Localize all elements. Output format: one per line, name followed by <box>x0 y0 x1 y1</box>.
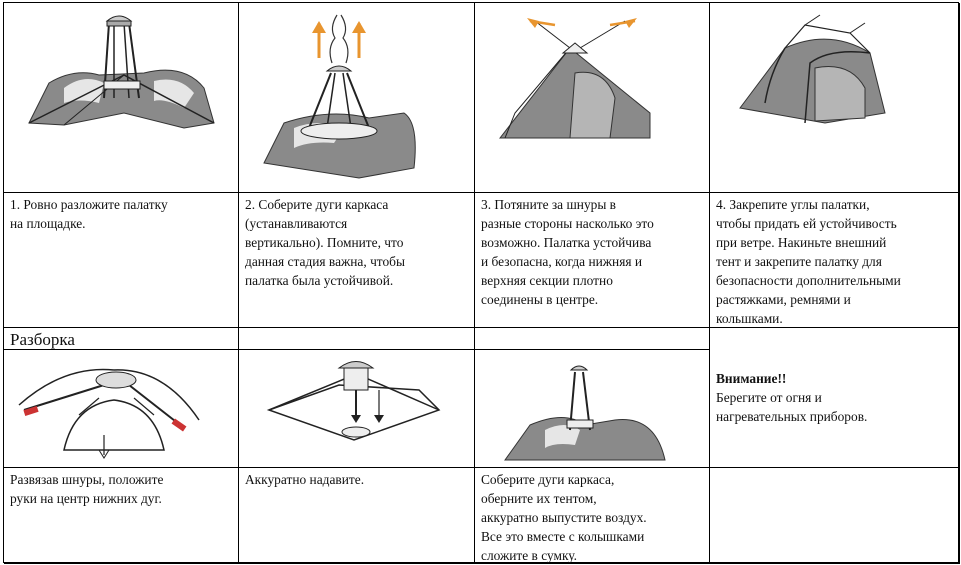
img-step-2 <box>239 3 475 193</box>
header-empty-2 <box>239 328 475 350</box>
img-disassembly-3 <box>475 350 710 468</box>
img-disassembly-1 <box>4 350 239 468</box>
warning-cell: Внимание!! Берегите от огня и нагреватель… <box>710 328 960 468</box>
header-empty-3 <box>475 328 710 350</box>
img-step-1 <box>4 3 239 193</box>
warning-title: Внимание!! <box>716 371 787 386</box>
img-step-3 <box>475 3 710 193</box>
step-4-text: 4. Закрепите углы палатки, чтобы придать… <box>710 193 960 328</box>
empty-cell <box>710 468 960 564</box>
disassembly-header: Разборка <box>4 328 239 350</box>
warning-text: Берегите от огня и нагревательных прибор… <box>716 390 868 424</box>
img-disassembly-2 <box>239 350 475 468</box>
disassembly-step-1-text: Развязав шнуры, положите руки на центр н… <box>4 468 239 564</box>
img-step-4 <box>710 3 960 193</box>
disassembly-step-3-text: Соберите дуги каркаса, оберните их тенто… <box>475 468 710 564</box>
step-2-text: 2. Соберите дуги каркаса (устанавливаютс… <box>239 193 475 328</box>
disassembly-step-2-text: Аккуратно надавите. <box>239 468 475 564</box>
step-1-text: 1. Ровно разложите палатку на площадке. <box>4 193 239 328</box>
instruction-table: 1. Ровно разложите палатку на площадке. … <box>3 2 960 564</box>
step-3-text: 3. Потяните за шнуры в разные стороны на… <box>475 193 710 328</box>
